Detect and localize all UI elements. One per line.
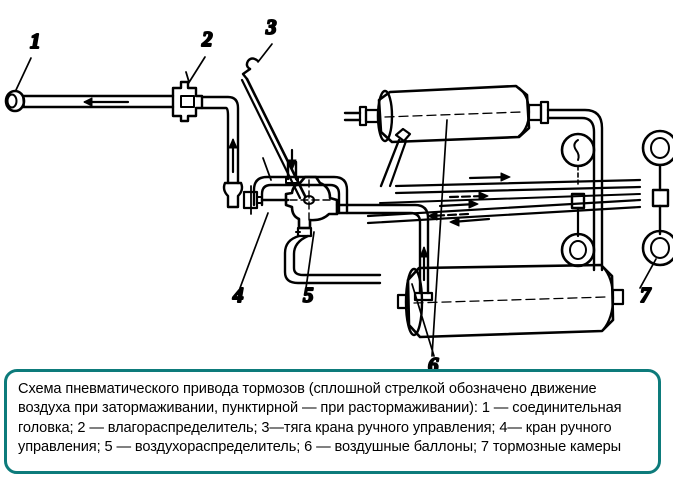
brake-chamber-front-right xyxy=(641,129,673,267)
air-distributor-part xyxy=(284,175,339,238)
callout-label-4: 4 xyxy=(232,283,244,307)
brake-line-lower xyxy=(366,198,642,225)
connector-head-part xyxy=(4,89,26,113)
callout-label-3: 3 xyxy=(265,15,277,39)
moisture-separator-part xyxy=(171,71,204,123)
flow-arrow-riser xyxy=(419,246,429,282)
flow-arrow-separator-down xyxy=(228,138,238,174)
figure-caption-text: Схема пневматического привода тормозов (… xyxy=(18,381,626,455)
flow-arrow-brake-line-2 xyxy=(448,191,489,201)
brake-chamber-front-left xyxy=(560,132,596,268)
flow-arrow-return-lower xyxy=(449,217,491,227)
callout-label-5: 5 xyxy=(303,283,314,307)
upper-tank-right-pipe xyxy=(546,108,604,272)
supply-pipe xyxy=(21,94,175,109)
upper-air-tank-part xyxy=(343,84,550,188)
figure-caption-box: Схема пневматического привода тормозов (… xyxy=(4,369,661,474)
flow-arrow-supply xyxy=(83,97,130,107)
lower-air-tank-part xyxy=(396,263,625,339)
separator-down-pipe xyxy=(200,95,240,185)
flow-arrow-brake-line-3 xyxy=(438,199,479,209)
brake-line-upper xyxy=(394,178,642,195)
callout-leaders xyxy=(15,43,657,357)
brake-line-mid xyxy=(379,193,641,204)
distributor-top-arch-pipe xyxy=(252,175,349,215)
flow-arrow-brake-line-1 xyxy=(468,172,511,182)
callout-label-7: 7 xyxy=(640,283,652,307)
flow-arrow-brake-line-4 xyxy=(427,211,470,221)
hand-control-valve-part xyxy=(222,181,290,215)
flow-arrow-distributor-in xyxy=(287,148,297,171)
distributor-lower-loop-pipe xyxy=(283,234,382,285)
callout-numbers: 1 2 3 4 5 6 7 xyxy=(29,14,653,378)
callout-label-1: 1 xyxy=(30,29,41,53)
distributor-stub-tubes xyxy=(262,157,299,184)
callout-label-2: 2 xyxy=(201,27,213,51)
